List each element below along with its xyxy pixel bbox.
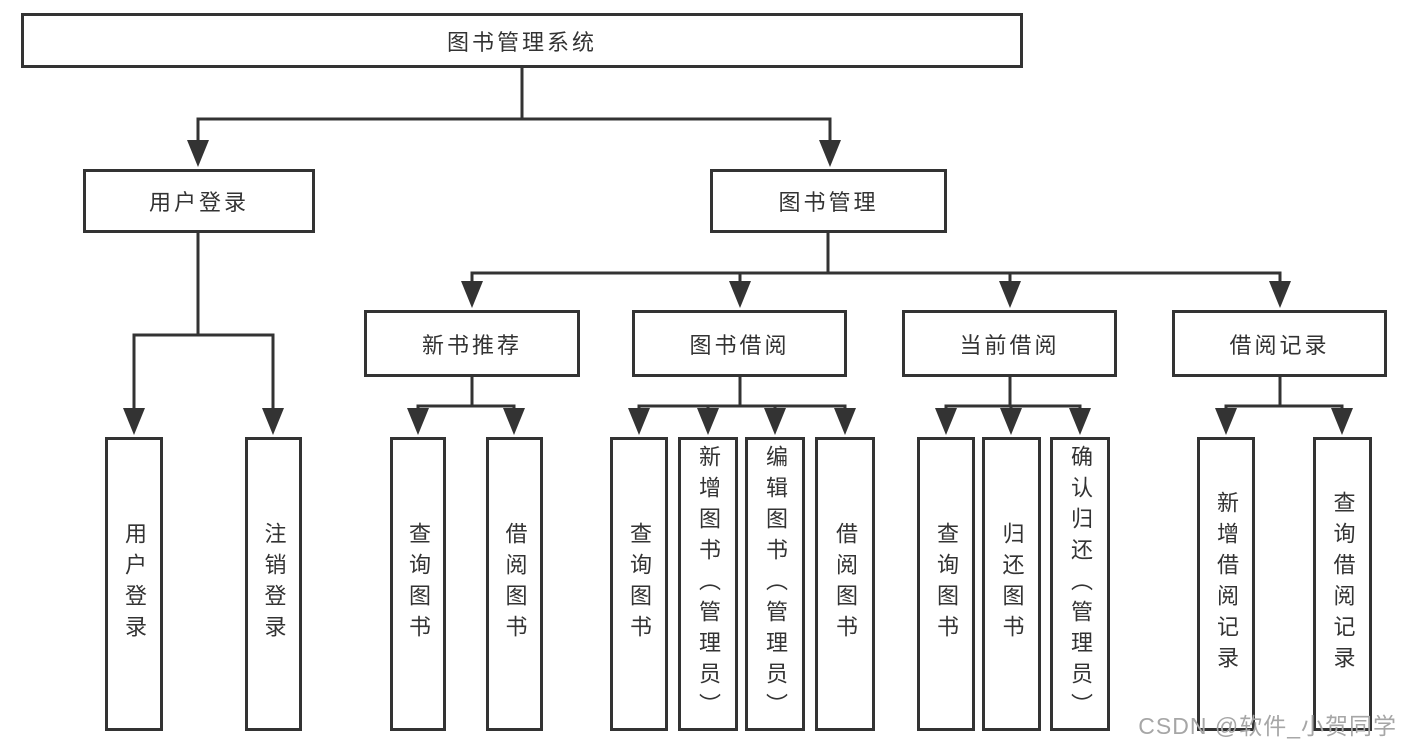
- leaf-query-books-borrowing: 查询图书: [610, 437, 668, 731]
- arrowheads: [123, 140, 1353, 435]
- node-library-system: 图书管理系统: [21, 13, 1023, 68]
- arrowhead-down-icon: [819, 140, 841, 167]
- rail-records-leaves: [1224, 404, 1344, 414]
- leaf-label: 新增图书（管理员）: [696, 444, 721, 724]
- arrowhead-down-icon: [262, 408, 284, 435]
- leaf-return-books: 归还图书: [982, 437, 1041, 731]
- arrowhead-down-icon: [503, 408, 525, 435]
- arrowhead-down-icon: [187, 140, 209, 167]
- node-label: 用户登录: [148, 190, 249, 215]
- node-label: 当前借阅: [959, 332, 1060, 358]
- arrowhead-down-icon: [697, 408, 719, 435]
- leaf-logout: 注销登录: [245, 437, 302, 731]
- leaf-label: 归还图书: [999, 522, 1025, 646]
- arrowhead-down-icon: [1331, 408, 1353, 435]
- leaf-label: 查询图书: [406, 522, 431, 646]
- arrowhead-down-icon: [1000, 408, 1022, 435]
- leaf-label: 新增借阅记录: [1214, 491, 1239, 677]
- leaf-label: 确认归还（管理员）: [1068, 444, 1093, 724]
- node-book-management: 图书管理: [710, 169, 947, 233]
- leaf-add-borrow-record: 新增借阅记录: [1197, 437, 1255, 731]
- node-label: 图书借阅: [689, 332, 790, 358]
- rail-newbook-leaves: [416, 404, 516, 414]
- leaf-label: 注销登录: [261, 522, 287, 646]
- leaf-borrow-books-recommend: 借阅图书: [486, 437, 543, 731]
- leaf-label: 借阅图书: [833, 522, 858, 646]
- rail-login-children: [132, 333, 275, 414]
- node-new-book-recommend: 新书推荐: [364, 310, 580, 377]
- arrowhead-down-icon: [1269, 281, 1291, 308]
- node-borrowing-records: 借阅记录: [1172, 310, 1387, 377]
- arrowhead-down-icon: [1069, 408, 1091, 435]
- node-current-borrowing: 当前借阅: [902, 310, 1117, 377]
- arrowhead-down-icon: [461, 281, 483, 308]
- leaf-query-books-current: 查询图书: [917, 437, 975, 731]
- leaf-borrow-books: 借阅图书: [815, 437, 875, 731]
- leaf-label: 查询图书: [934, 522, 959, 646]
- arrowhead-down-icon: [407, 408, 429, 435]
- arrowhead-down-icon: [935, 408, 957, 435]
- arrowhead-down-icon: [729, 281, 751, 308]
- arrowhead-down-icon: [834, 408, 856, 435]
- leaf-user-login: 用户登录: [105, 437, 163, 731]
- arrowhead-down-icon: [1215, 408, 1237, 435]
- arrowhead-down-icon: [999, 281, 1021, 308]
- watermark-text: CSDN @软件_小贺同学: [1138, 713, 1397, 739]
- arrowhead-down-icon: [628, 408, 650, 435]
- leaf-label: 查询图书: [627, 522, 652, 646]
- leaf-query-borrow-record: 查询借阅记录: [1313, 437, 1372, 731]
- leaf-edit-books-admin: 编辑图书（管理员）: [745, 437, 805, 731]
- leaf-label: 用户登录: [122, 522, 147, 646]
- node-label: 图书管理系统: [446, 29, 597, 55]
- node-label: 新书推荐: [421, 332, 522, 358]
- leaf-query-books-recommend: 查询图书: [390, 437, 446, 731]
- leaf-confirm-return-admin: 确认归还（管理员）: [1050, 437, 1110, 731]
- rail-borrow-leaves: [637, 404, 847, 414]
- rail-level2: [196, 117, 832, 148]
- leaf-add-books-admin: 新增图书（管理员）: [678, 437, 738, 731]
- node-label: 图书管理: [778, 190, 879, 215]
- arrowhead-down-icon: [764, 408, 786, 435]
- leaf-label: 借阅图书: [502, 522, 528, 646]
- rail-level3: [470, 271, 1282, 287]
- node-book-borrowing: 图书借阅: [632, 310, 847, 377]
- node-user-login: 用户登录: [83, 169, 315, 233]
- leaf-label: 编辑图书（管理员）: [763, 444, 788, 724]
- arrowhead-down-icon: [123, 408, 145, 435]
- leaf-label: 查询借阅记录: [1330, 491, 1356, 677]
- node-label: 借阅记录: [1229, 332, 1330, 358]
- level3-stubs: [470, 377, 1282, 406]
